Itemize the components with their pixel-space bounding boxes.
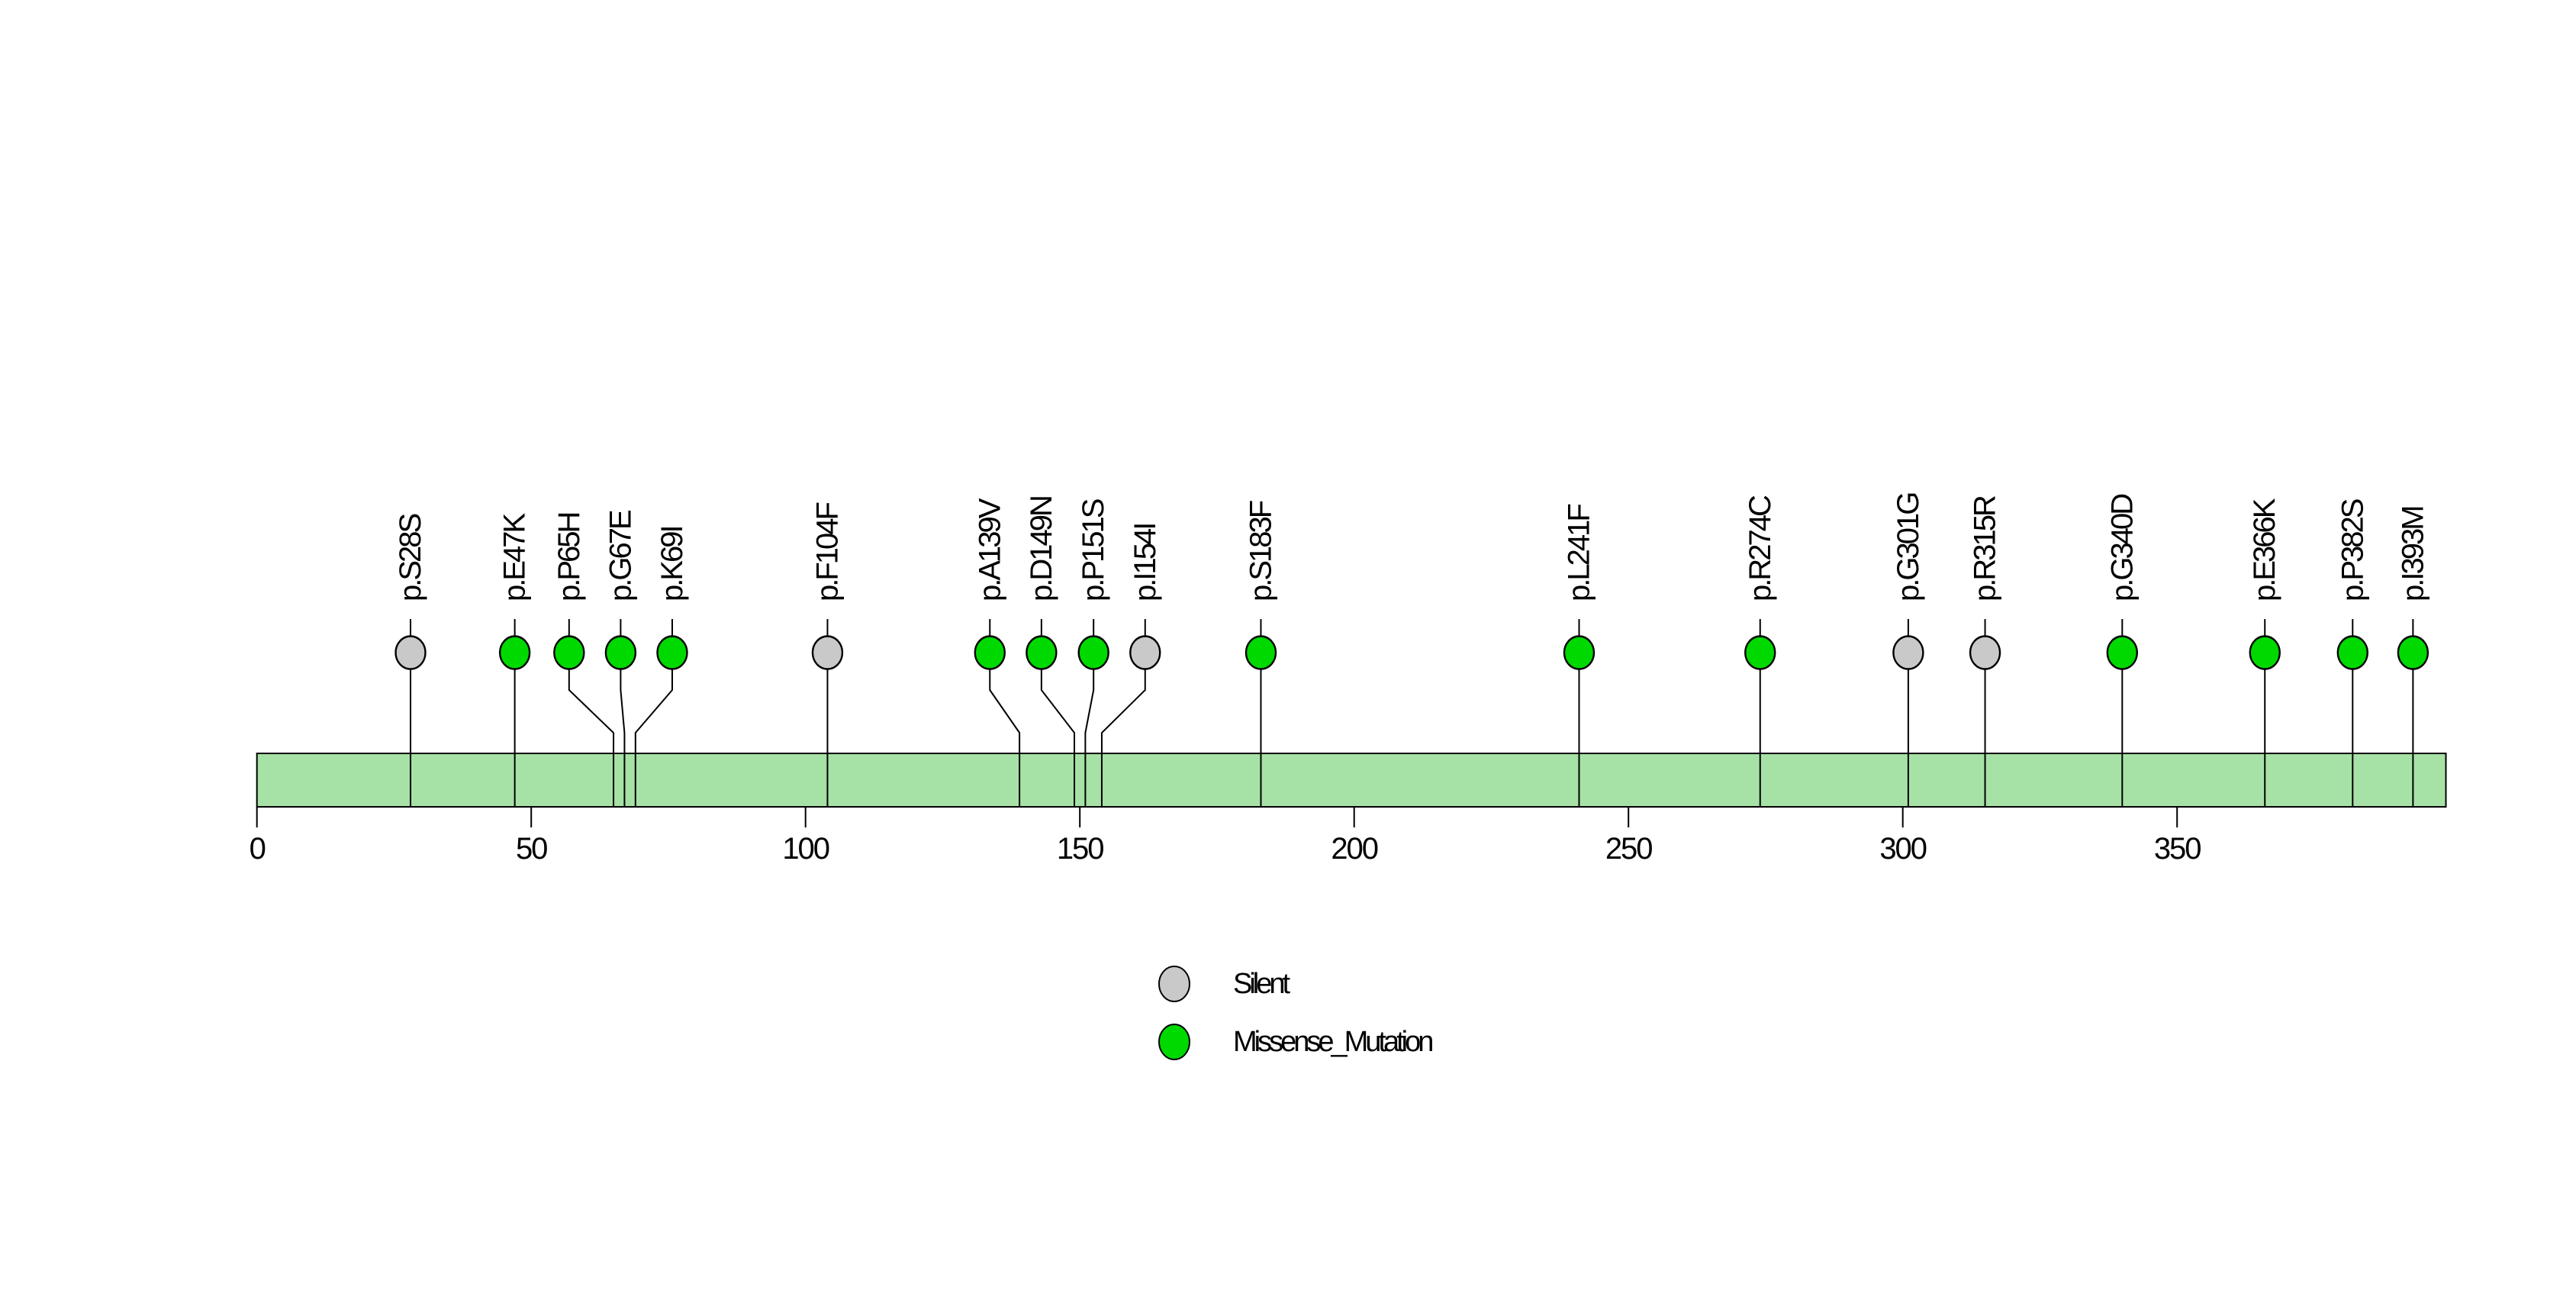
axis-tick-label: 50 [516, 832, 547, 866]
mutation-label: p.I393M [2396, 507, 2429, 601]
axis-tick-label: 300 [1879, 832, 1926, 866]
legend-swatch-missense_mutation [1158, 1024, 1190, 1060]
lollipop-circle [974, 635, 1006, 670]
mutation-label: p.E366K [2248, 498, 2281, 601]
mutation-label: p.G301G [1892, 493, 1925, 601]
lollipop-circle [394, 635, 427, 670]
mutation-lollipop: p.D149N [1025, 497, 1076, 806]
mutation-label: p.L241F [1562, 505, 1596, 601]
mutation-label: p.R274C [1744, 495, 1777, 601]
mutation-lollipop: p.E47K [498, 512, 532, 806]
mutation-label: p.P382S [2336, 499, 2369, 601]
mutation-lollipop: p.R274C [1744, 495, 1777, 806]
lollipop-circle [1077, 635, 1109, 670]
lollipop-circle [1969, 635, 2001, 670]
lollipop-circle [1245, 635, 1277, 670]
mutation-lollipop: p.G340D [2105, 495, 2139, 806]
mutation-lollipop: p.S183F [1244, 501, 1277, 806]
lollipop-stem [634, 669, 673, 806]
x-axis: 0 50 100 150 200 250 300 350 [250, 807, 2202, 866]
lollipop-circle [2249, 635, 2281, 670]
lollipop-circle [553, 635, 585, 670]
mutation-lollipop: p.S28S [394, 514, 427, 806]
lollipop-circle [1744, 635, 1776, 670]
mutation-label: p.G340D [2105, 495, 2139, 601]
mutation-label: p.I154I [1129, 524, 1162, 601]
lollipop-circle [656, 635, 688, 670]
protein-backbone-bar [256, 753, 2447, 808]
mutation-lollipop: p.K69I [634, 527, 689, 806]
lollipop-circle [1129, 635, 1161, 670]
lollipop-circle [2106, 635, 2139, 670]
legend-swatch-silent [1158, 966, 1190, 1002]
lollipop-stem [620, 669, 626, 806]
lollipop-circle [2397, 635, 2429, 670]
mutation-lollipop: p.P151S [1077, 499, 1110, 806]
mutation-lollipop: p.G67E [604, 511, 637, 806]
mutation-lollipop: p.I393M [2396, 507, 2429, 806]
mutation-label: p.D149N [1025, 497, 1058, 601]
axis-tick-label: 150 [1057, 832, 1103, 866]
axis-tick-label: 200 [1331, 832, 1377, 866]
lollipop-stem [1100, 669, 1146, 806]
legend-label-missense_mutation: Missense_Mutation [1233, 1026, 1432, 1058]
lollipop-circle [1892, 635, 1924, 670]
axis-tick-label: 0 [250, 832, 266, 866]
mutation-lollipop: p.E366K [2248, 498, 2281, 806]
mutation-label: p.S183F [1244, 501, 1277, 601]
lollipop-circle [1026, 635, 1058, 670]
lollipop-circle [1563, 635, 1596, 670]
mutation-lollipop: p.P382S [2336, 499, 2369, 806]
mutation-label: p.K69I [655, 527, 689, 601]
lollipop-circle [498, 635, 531, 670]
mutation-lollipop: p.L241F [1562, 505, 1596, 806]
lollipop-stem [1040, 669, 1076, 806]
mutation-lollipop: p.I154I [1100, 524, 1162, 806]
mutation-lollipop: p.G301G [1892, 493, 1925, 806]
mutation-label: p.S28S [394, 514, 427, 601]
axis-tick-label: 350 [2154, 832, 2201, 866]
lollipop-stem [989, 669, 1021, 806]
mutation-label: p.A139V [973, 498, 1006, 601]
axis-tick-label: 100 [782, 832, 829, 866]
mutation-label: p.F104F [810, 502, 844, 601]
lollipop-circle [604, 635, 637, 670]
lollipop-stem [1084, 669, 1095, 806]
axis-tick-label: 250 [1605, 832, 1652, 866]
lollipop-circle [2336, 635, 2368, 670]
mutation-label: p.P65H [552, 513, 586, 601]
mutation-label: p.P151S [1077, 499, 1110, 601]
mutation-label: p.E47K [498, 512, 532, 601]
mutation-lollipop: p.P65H [552, 513, 615, 806]
legend-label-silent: Silent [1233, 968, 1290, 1000]
mutation-lollipop: p.R315R [1969, 495, 2002, 806]
lollipop-circle [811, 635, 844, 670]
mutation-label: p.R315R [1969, 495, 2002, 601]
lollipop-stem [568, 669, 615, 806]
mutation-label: p.G67E [604, 511, 637, 601]
mutation-lollipop: p.F104F [810, 502, 844, 806]
mutation-lollipop: p.A139V [973, 498, 1021, 806]
